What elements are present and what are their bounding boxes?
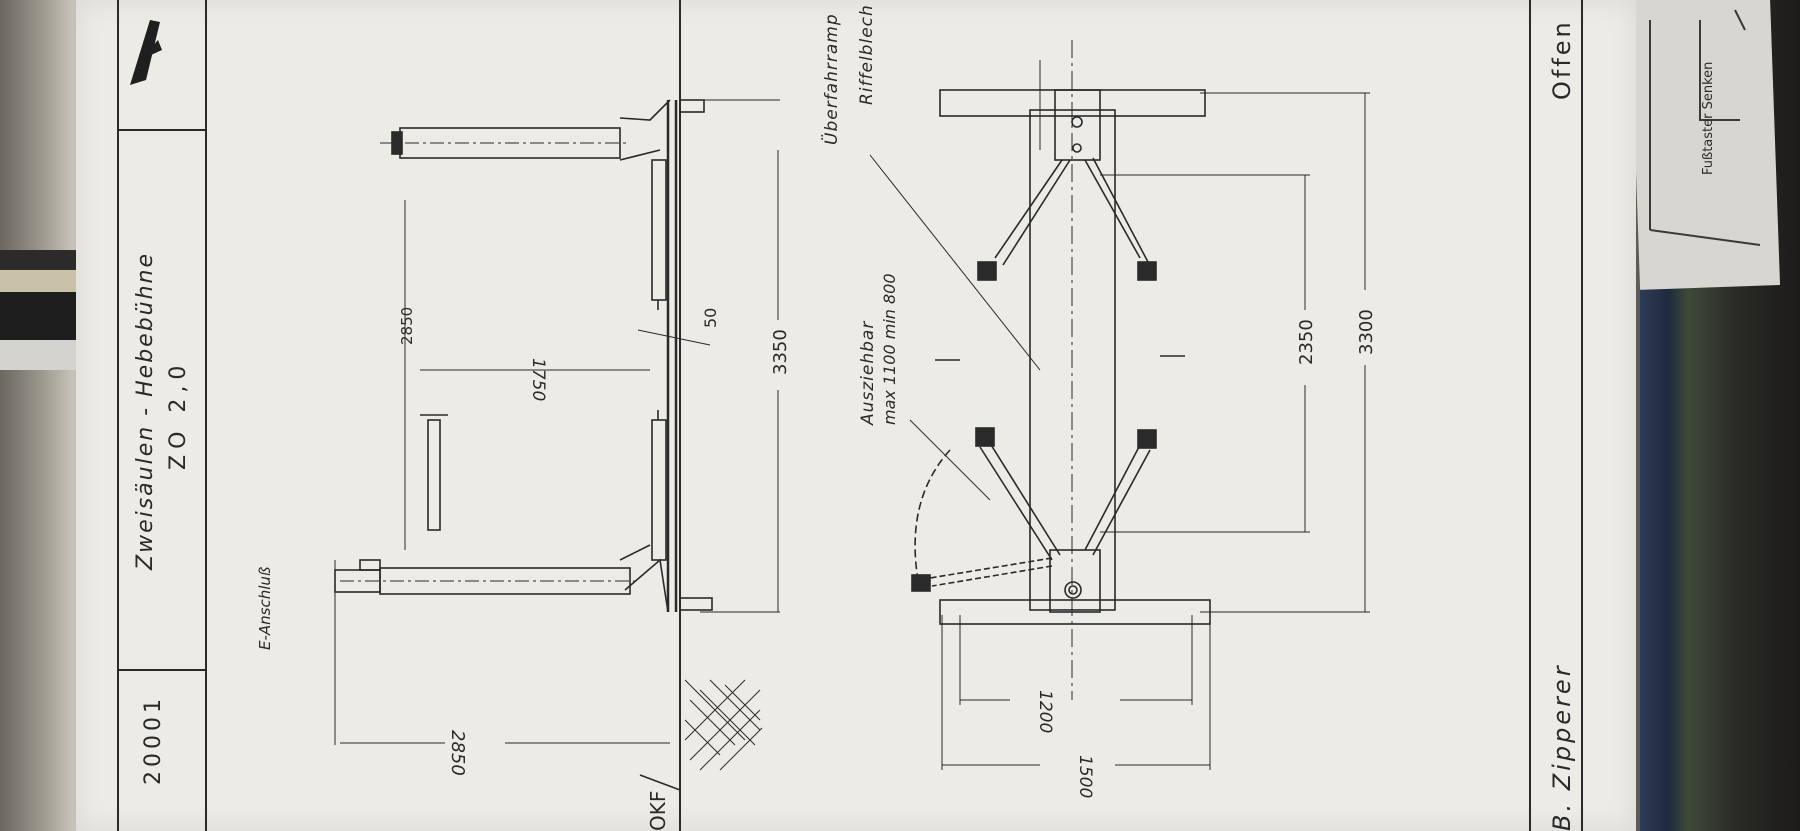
note-sketch: Fußtaster Senken	[1649, 9, 1761, 246]
technical-drawing-sheet	[76, 0, 1636, 831]
extendable-label: Ausziehbar	[858, 321, 878, 426]
dim-arm-spacing: 1750	[528, 358, 548, 401]
dim-arm-reach: 2350	[1296, 319, 1317, 365]
dim-overall-length: 3350	[770, 329, 791, 375]
author-name: B. Zipperer	[1548, 663, 1576, 831]
ramp-label: Überfahrramp	[820, 13, 842, 145]
floor-label: OKF	[646, 791, 670, 831]
top-view	[869, 40, 1211, 700]
drawing-number: 20001	[141, 695, 166, 785]
drawing-model: ZO 2,0	[166, 360, 191, 470]
dim-base-width: 1500	[1075, 755, 1095, 798]
side-view-dimensions	[334, 99, 780, 745]
dim-overall-height: 2850	[447, 730, 468, 776]
dim-plate-thickness: 50	[701, 308, 720, 328]
side-view	[334, 99, 763, 791]
drawing-title: Zweisäulen - Hebebühne	[133, 252, 158, 571]
dim-column-height: 2850	[398, 307, 416, 345]
electric-connection-label: E-Anschluß	[256, 567, 274, 650]
top-view-dimensions	[941, 92, 1370, 770]
note-text: Fußtaster Senken	[1701, 62, 1716, 175]
checker-plate-label: Riffelblech	[857, 4, 877, 105]
dim-beam-width: 1200	[1035, 690, 1055, 733]
dim-overall-width: 3300	[1356, 309, 1377, 355]
floor-hatch	[684, 679, 763, 771]
right-edge-label: Offen	[1548, 19, 1576, 100]
sheet-frame	[117, 0, 1583, 831]
extendable-range-label: max 1100 min 800	[880, 273, 899, 425]
company-logo	[130, 20, 162, 85]
